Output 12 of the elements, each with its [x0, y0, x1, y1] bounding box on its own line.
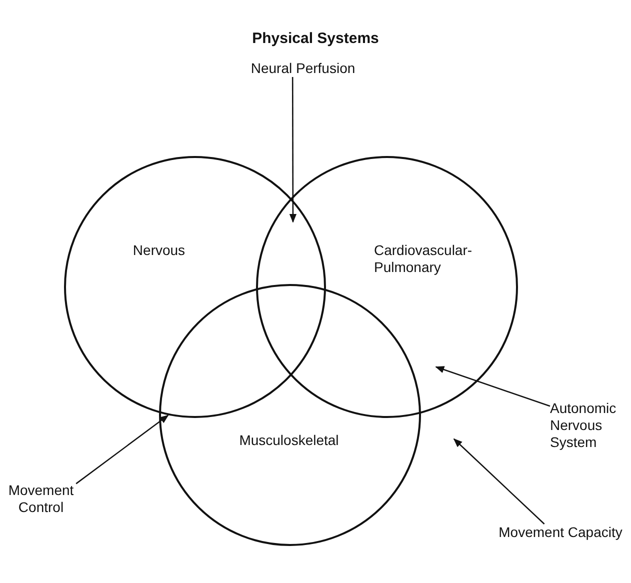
leader-arrow: [76, 414, 169, 484]
diagram-title: Physical Systems: [251, 30, 380, 47]
callout-label: Movement Capacity: [493, 524, 628, 541]
circle-label: Musculoskeletal: [238, 432, 340, 449]
leader-arrow: [435, 366, 550, 407]
callout-label: Movement Control: [2, 482, 80, 516]
leader-arrow: [453, 438, 545, 524]
circle-label: Cardiovascular-Pulmonary: [374, 242, 474, 276]
circle-label: Nervous: [132, 242, 186, 259]
callout-label: Autonomic Nervous System: [550, 400, 625, 451]
callout-label: Neural Perfusion: [238, 60, 368, 77]
leader-arrow: [289, 77, 297, 223]
